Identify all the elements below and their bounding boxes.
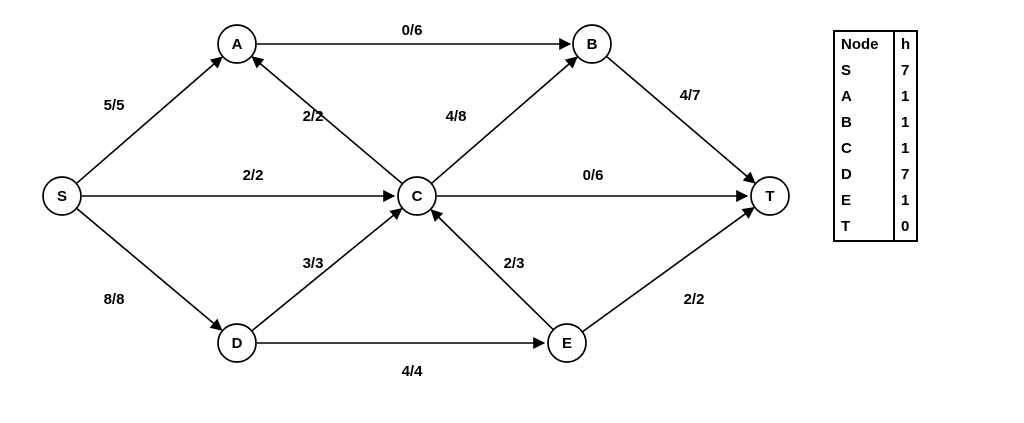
node-T: T xyxy=(750,176,790,216)
heuristic-table: Node h S 7 A 1 B 1 C 1 D 7 xyxy=(833,30,919,242)
table-cell-h: 7 xyxy=(892,58,918,84)
node-circle-C xyxy=(397,176,437,216)
edge-C-B xyxy=(430,56,578,185)
edge-label-S-D: 8/8 xyxy=(104,291,125,308)
table-cell-node: A xyxy=(841,88,852,105)
table-cell-h: 1 xyxy=(892,188,918,214)
edge-C-A xyxy=(251,56,404,186)
node-circle-D xyxy=(217,323,257,363)
table-cell-h: 1 xyxy=(892,110,918,136)
edge-label-E-C: 2/3 xyxy=(504,255,525,272)
edge-label-D-E: 4/4 xyxy=(402,363,424,380)
table-cell-h: 1 xyxy=(892,136,918,162)
table-cell-node: C xyxy=(841,140,852,157)
edge-label-D-C: 3/3 xyxy=(303,255,324,272)
node-label-E: E xyxy=(562,335,572,352)
table-row: D 7 xyxy=(834,162,918,188)
table-row: B 1 xyxy=(834,110,918,136)
node-C: C xyxy=(397,176,437,216)
node-circle-T xyxy=(750,176,790,216)
node-D: D xyxy=(217,323,257,363)
edge-label-S-C: 2/2 xyxy=(243,167,264,184)
node-label-A: A xyxy=(232,36,243,53)
table-row: A 1 xyxy=(834,84,918,110)
table-row: C 1 xyxy=(834,136,918,162)
edge-E-C xyxy=(430,209,555,331)
edge-S-D xyxy=(75,206,223,331)
node-circle-B xyxy=(572,24,612,64)
table-cell-node: D xyxy=(841,166,852,183)
node-circle-E xyxy=(547,323,587,363)
edge-label-E-T: 2/2 xyxy=(684,291,705,308)
table-header-row: Node h xyxy=(834,31,918,58)
node-label-T: T xyxy=(765,188,774,205)
node-label-S: S xyxy=(57,188,67,205)
node-A: A xyxy=(217,24,257,64)
node-circle-A xyxy=(217,24,257,64)
table-row: S 7 xyxy=(834,58,918,84)
node-label-D: D xyxy=(232,335,243,352)
table-cell-h: 1 xyxy=(892,84,918,110)
table-cell-node: B xyxy=(841,114,852,131)
edge-label-C-A: 2/2 xyxy=(303,108,324,125)
table-cell-h: 0 xyxy=(892,214,918,241)
node-S: S xyxy=(42,176,82,216)
edge-label-C-B: 4/8 xyxy=(446,108,467,125)
edge-label-S-A: 5/5 xyxy=(104,97,125,114)
node-label-B: B xyxy=(587,36,598,53)
node-h-table: Node h S 7 A 1 B 1 C 1 D 7 xyxy=(833,30,919,242)
edge-B-T xyxy=(605,55,756,184)
edge-label-A-B: 0/6 xyxy=(402,22,423,39)
node-E: E xyxy=(547,323,587,363)
table-header-h: h xyxy=(892,31,918,58)
table-header-node: Node xyxy=(841,36,879,53)
edge-E-T xyxy=(581,206,755,334)
edge-label-B-T: 4/7 xyxy=(680,87,701,104)
edge-S-A xyxy=(75,56,223,185)
node-B: B xyxy=(572,24,612,64)
table-cell-h: 7 xyxy=(892,162,918,188)
table-cell-node: S xyxy=(841,62,852,79)
table-row: E 1 xyxy=(834,188,918,214)
edge-D-C xyxy=(250,207,403,333)
table-row: T 0 xyxy=(834,214,918,241)
edge-label-C-T: 0/6 xyxy=(583,167,604,184)
node-circle-S xyxy=(42,176,82,216)
table-cell-node: T xyxy=(841,218,851,235)
table-cell-node: E xyxy=(841,192,852,209)
node-label-C: C xyxy=(412,188,423,205)
